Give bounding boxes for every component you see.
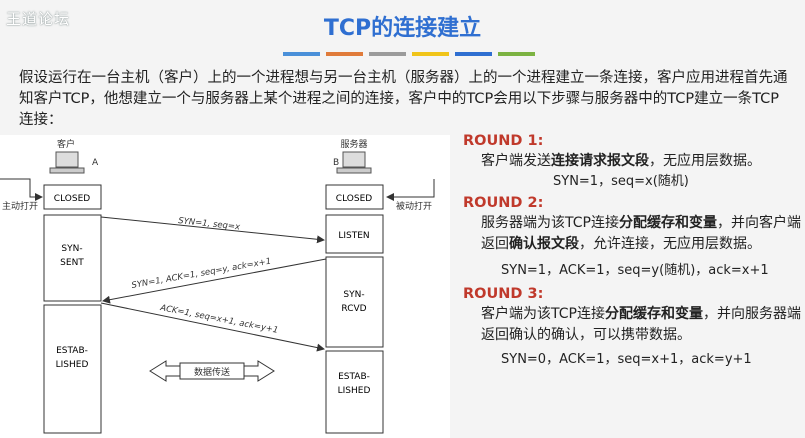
client-state-closed-box: [43, 184, 102, 210]
round3-text-pre: 客户端为该TCP连接: [481, 306, 605, 322]
round2-formula: SYN=1，ACK=1，seq=y(随机)，ack=x+1: [501, 263, 769, 278]
stripe-1: [283, 52, 320, 56]
round1-text: 客户端发送连接请求报文段，无应用层数据。: [463, 151, 803, 172]
stripe-4: [412, 52, 449, 56]
watermark-logo: 王道论坛: [6, 10, 71, 28]
server-computer-icon: [336, 151, 372, 174]
server-state-estab-1: ESTAB-: [338, 372, 370, 382]
client-label: 客户: [57, 138, 75, 150]
title-bar: 王道论坛 TCP的连接建立: [0, 0, 805, 62]
round2-text-bold: 分配缓存和变量: [618, 215, 717, 231]
passive-open-label: 被动打开: [396, 200, 432, 212]
title-underline-stripes: [283, 52, 535, 56]
round2-text-pre: 服务器端为该TCP连接: [481, 215, 619, 231]
round3-formula: SYN=0，ACK=1，seq=x+1，ack=y+1: [501, 352, 752, 367]
server-state-synrcvd-1: SYN-: [343, 290, 364, 300]
client-state-estab-1: ESTAB-: [56, 346, 88, 356]
round2-text-mid: ，并向客户端返回: [481, 215, 801, 252]
msg3-arrow: [100, 302, 325, 352]
round1-text-post: ，无应用层数据。: [649, 153, 761, 169]
active-open-arrow: [0, 178, 43, 201]
stripe-3: [369, 52, 406, 56]
server-state-listen-box: [325, 214, 384, 254]
slide-title: TCP的连接建立: [323, 16, 482, 41]
round2-text-bold2: 确认报文段: [509, 236, 579, 252]
round3-text-post: ，并向服务器端返回确认的确认，可以携带数据。: [481, 306, 801, 343]
intro-paragraph: 假设运行在一台主机（客户）上的一个进程想与另一台主机（服务器）上的一个进程建立一…: [19, 70, 788, 128]
round2-heading: ROUND 2:: [463, 195, 544, 211]
client-state-synsent-2: SENT: [60, 258, 84, 268]
active-open-label: 主动打开: [2, 200, 38, 212]
stripe-2: [326, 52, 363, 56]
server-state-estab-box: [325, 350, 384, 434]
server-state-listen: LISTEN: [338, 231, 369, 241]
client-computer-icon: [49, 151, 85, 174]
server-label: 服务器: [340, 138, 367, 150]
client-state-closed: CLOSED: [54, 194, 90, 204]
server-state-closed-box: [325, 184, 384, 210]
msg1-arrow: [100, 216, 325, 244]
round3-heading: ROUND 3:: [463, 286, 544, 302]
round1-heading: ROUND 1:: [463, 133, 544, 149]
handshake-diagram: 客户 A 服务器 B CLOSED SYN- SENT ESTAB- LISHE…: [0, 135, 450, 438]
rounds-panel: ROUND 1: 客户端发送连接请求报文段，无应用层数据。 SYN=1，seq=…: [463, 132, 803, 370]
client-state-synsent-1: SYN-: [61, 244, 82, 254]
stripe-6: [498, 52, 535, 56]
round3-text: 客户端为该TCP连接分配缓存和变量，并向服务器端返回确认的确认，可以携带数据。: [463, 304, 803, 346]
round2-text-post: ，允许连接，无应用层数据。: [579, 236, 761, 252]
client-state-estab-box: [43, 304, 102, 434]
round1-formula: SYN=1，seq=x(随机): [553, 174, 689, 189]
server-letter: B: [333, 158, 339, 168]
round3-text-bold: 分配缓存和变量: [604, 306, 703, 322]
round1-text-bold: 连接请求报文段: [551, 153, 649, 169]
server-state-synrcvd-box: [325, 256, 384, 348]
client-state-synsent-box: [43, 214, 102, 302]
client-letter: A: [92, 158, 99, 168]
msg2-arrow: [102, 258, 327, 304]
stripe-5: [455, 52, 492, 56]
passive-open-arrow: [386, 179, 435, 201]
round2-text: 服务器端为该TCP连接分配缓存和变量，并向客户端返回确认报文段，允许连接，无应用…: [463, 213, 803, 255]
data-transfer-label: 数据传送: [194, 366, 230, 378]
server-state-estab-2: LISHED: [338, 386, 371, 396]
round1-text-pre: 客户端发送: [481, 153, 551, 169]
server-state-closed: CLOSED: [336, 194, 372, 204]
client-state-estab-2: LISHED: [56, 360, 89, 370]
server-state-synrcvd-2: RCVD: [341, 304, 366, 314]
